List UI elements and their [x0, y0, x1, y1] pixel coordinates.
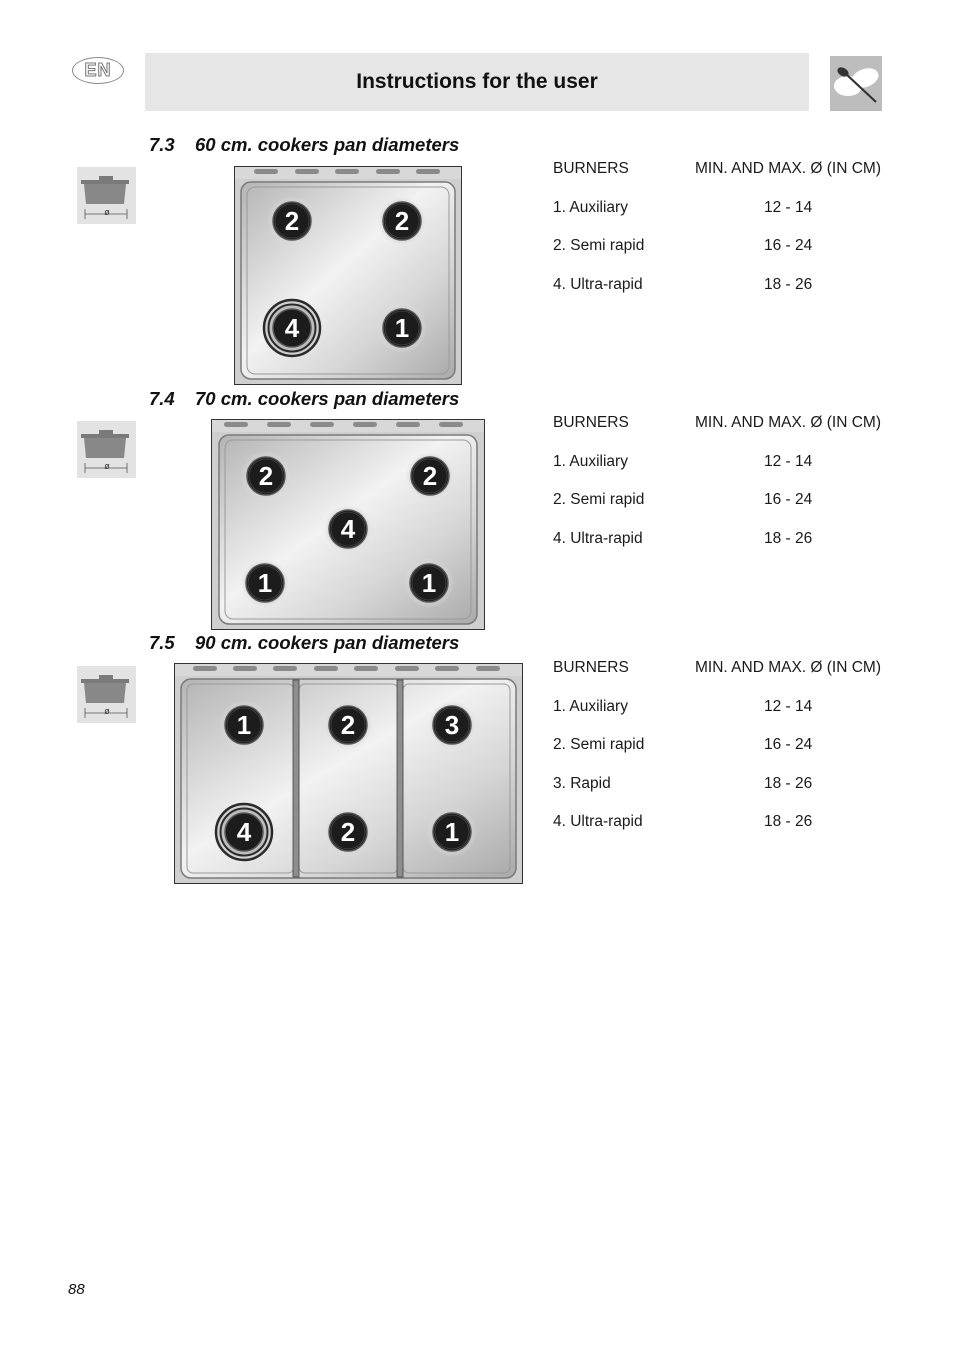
burner-semi-rapid: 2 [376, 195, 428, 247]
cooktop-70cm-diagram: 2 2 4 1 1 [211, 419, 485, 635]
pan-diameter-icon: ø [77, 666, 136, 723]
svg-text:2: 2 [259, 461, 273, 491]
header-bar: Instructions for the user [145, 53, 809, 111]
section-number: 7.3 [149, 134, 175, 155]
burner-table-90cm: BURNERS MIN. AND MAX. Ø (IN CM) 1. Auxil… [553, 659, 893, 852]
svg-text:2: 2 [395, 206, 409, 236]
svg-text:1: 1 [445, 817, 459, 847]
burner-ultra-rapid: 4 [322, 503, 374, 555]
section-number: 7.4 [149, 388, 175, 409]
burner-table-70cm: BURNERS MIN. AND MAX. Ø (IN CM) 1. Auxil… [553, 414, 893, 568]
burner-auxiliary: 1 [403, 557, 455, 609]
svg-text:1: 1 [237, 710, 251, 740]
burner-semi-rapid: 2 [404, 450, 456, 502]
column-header-burners: BURNERS [553, 414, 629, 431]
svg-text:1: 1 [422, 568, 436, 598]
pan-diameter-icon: ø [77, 167, 136, 224]
burner-table-60cm: BURNERS MIN. AND MAX. Ø (IN CM) 1. Auxil… [553, 160, 893, 314]
section-heading: 90 cm. cookers pan diameters [195, 632, 460, 653]
svg-text:4: 4 [237, 817, 252, 847]
section-number: 7.5 [149, 632, 175, 653]
section-heading: 70 cm. cookers pan diameters [195, 388, 460, 409]
svg-text:2: 2 [341, 817, 355, 847]
cooktop-60cm-diagram: 2 2 4 1 [234, 166, 462, 390]
svg-text:2: 2 [285, 206, 299, 236]
svg-text:4: 4 [285, 313, 300, 343]
pan-diameter-symbol: ø [104, 706, 110, 716]
burner-ultra-rapid: 4 [259, 295, 325, 361]
column-header-diameter: MIN. AND MAX. Ø (IN CM) [695, 414, 881, 431]
burner-auxiliary: 1 [218, 699, 270, 751]
section-title-7-4: 7.4 70 cm. cookers pan diameters [149, 388, 459, 410]
svg-text:4: 4 [341, 514, 356, 544]
table-header-row: BURNERS MIN. AND MAX. Ø (IN CM) [553, 659, 893, 698]
burner-semi-rapid: 2 [322, 806, 374, 858]
burner-semi-rapid: 2 [266, 195, 318, 247]
burner-rapid: 3 [426, 699, 478, 751]
burner-auxiliary: 1 [426, 806, 478, 858]
table-header-row: BURNERS MIN. AND MAX. Ø (IN CM) [553, 160, 893, 199]
page-number: 88 [68, 1281, 85, 1298]
cooktop-90cm-diagram: 1 2 3 4 2 1 [174, 663, 523, 889]
burner-ultra-rapid: 4 [211, 799, 277, 865]
svg-text:3: 3 [445, 710, 459, 740]
table-header-row: BURNERS MIN. AND MAX. Ø (IN CM) [553, 414, 893, 453]
burner-semi-rapid: 2 [322, 699, 374, 751]
section-title-7-3: 7.3 60 cm. cookers pan diameters [149, 134, 459, 156]
column-header-burners: BURNERS [553, 160, 629, 177]
burner-semi-rapid: 2 [240, 450, 292, 502]
svg-text:1: 1 [258, 568, 272, 598]
pan-diameter-symbol: ø [104, 461, 110, 471]
chef-spoon-icon [830, 56, 882, 111]
language-badge: EN [72, 57, 124, 84]
svg-text:2: 2 [341, 710, 355, 740]
svg-text:1: 1 [395, 313, 409, 343]
pan-diameter-symbol: ø [104, 207, 110, 217]
section-heading: 60 cm. cookers pan diameters [195, 134, 460, 155]
column-header-burners: BURNERS [553, 659, 629, 676]
page-title: Instructions for the user [356, 70, 598, 93]
column-header-diameter: MIN. AND MAX. Ø (IN CM) [695, 160, 881, 177]
burner-auxiliary: 1 [239, 557, 291, 609]
pan-diameter-icon: ø [77, 421, 136, 478]
column-header-diameter: MIN. AND MAX. Ø (IN CM) [695, 659, 881, 676]
section-title-7-5: 7.5 90 cm. cookers pan diameters [149, 632, 459, 654]
burner-auxiliary: 1 [376, 302, 428, 354]
svg-text:2: 2 [423, 461, 437, 491]
